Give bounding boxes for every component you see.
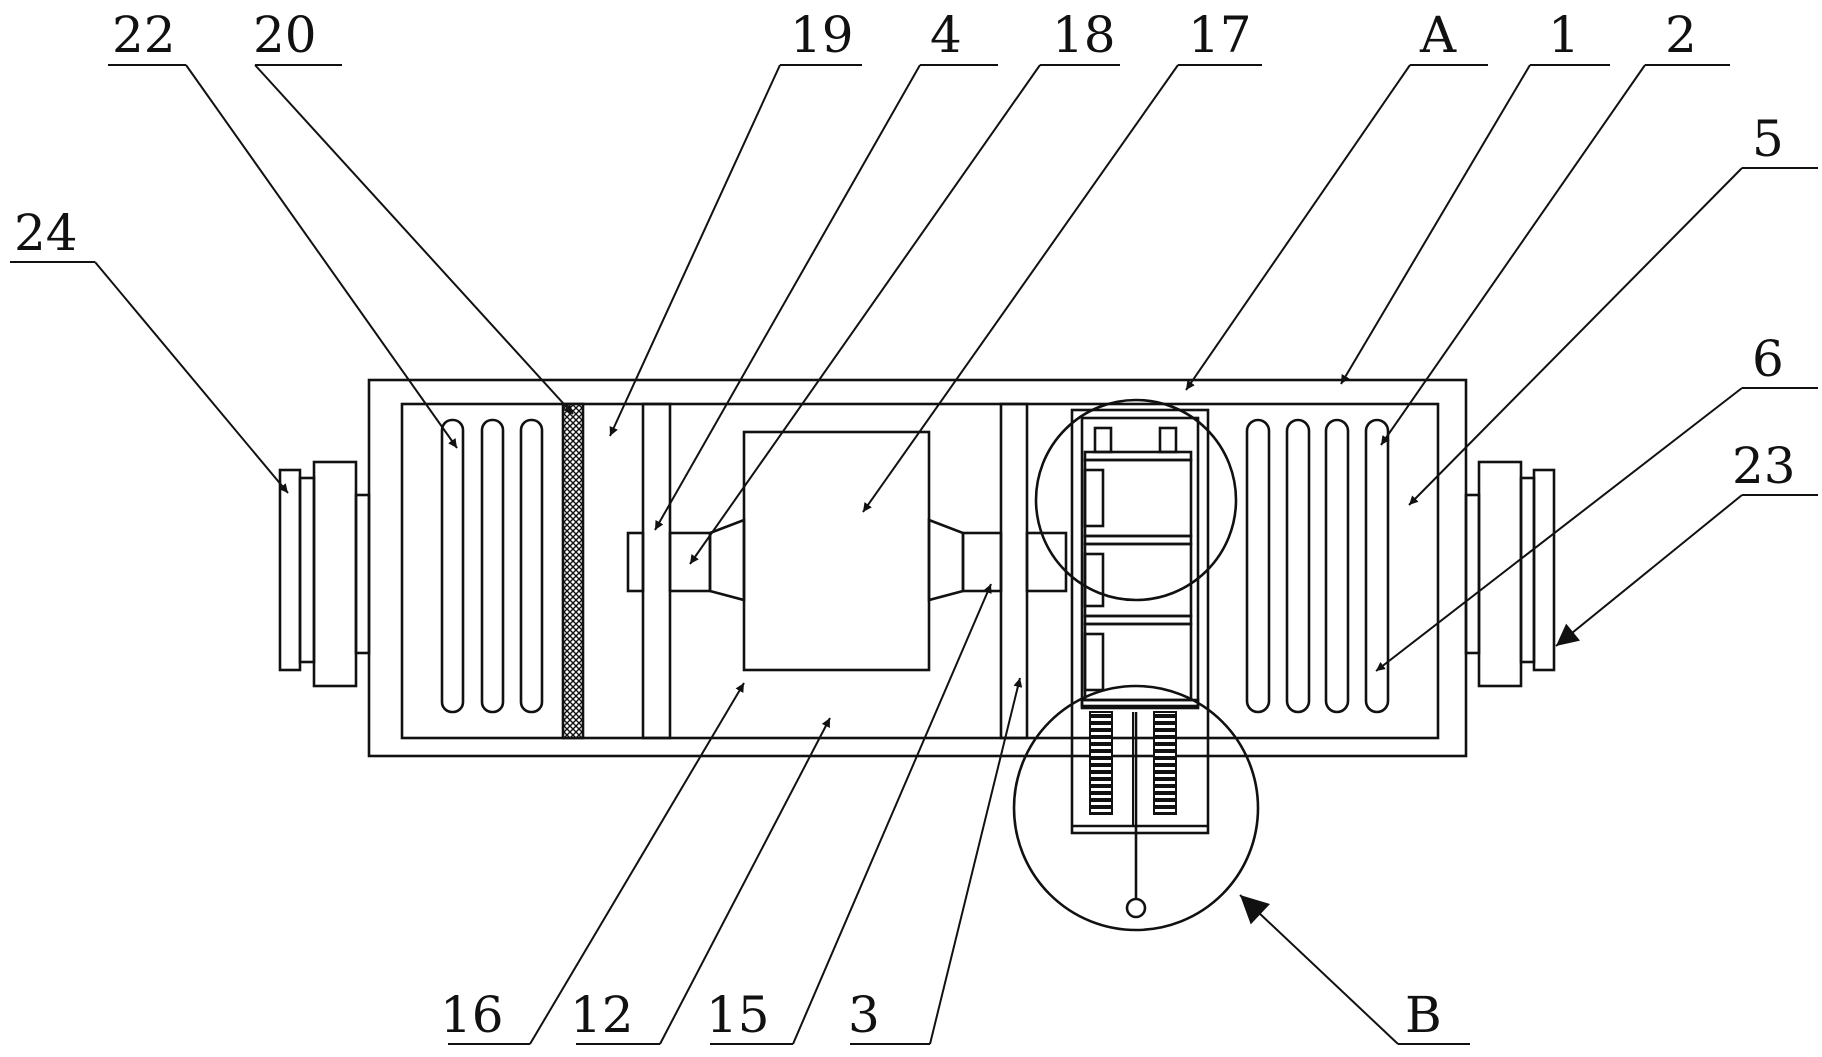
right-connector (1464, 460, 1556, 688)
label-A: A (1419, 6, 1457, 64)
leader-lines (10, 64, 1818, 1045)
label-2: 2 (1665, 6, 1697, 64)
motor-body (742, 430, 931, 672)
label-15: 15 (706, 986, 770, 1044)
label-B: B (1405, 986, 1442, 1044)
left-connector (278, 460, 371, 688)
module-frame (1070, 408, 1210, 919)
label-18: 18 (1052, 6, 1116, 64)
motor-assembly (626, 430, 1068, 672)
label-5: 5 (1752, 110, 1784, 168)
detail-circle-b (1012, 684, 1260, 932)
label-24: 24 (14, 204, 78, 262)
label-16: 16 (440, 986, 504, 1044)
label-6: 6 (1752, 330, 1784, 388)
label-17: 17 (1188, 6, 1252, 64)
label-4: 4 (930, 6, 962, 64)
left-fins (440, 418, 544, 714)
label-12: 12 (570, 986, 634, 1044)
filter-mesh (561, 402, 585, 740)
label-22: 22 (112, 6, 176, 64)
label-20: 20 (253, 6, 317, 64)
label-23: 23 (1732, 437, 1796, 495)
housing (367, 378, 1468, 758)
right-fins (1245, 418, 1390, 714)
left-plate (641, 402, 672, 740)
label-19: 19 (790, 6, 854, 64)
label-1: 1 (1548, 6, 1580, 64)
labels: 22 20 19 4 18 17 A 1 2 5 24 6 23 16 12 1… (14, 6, 1796, 1044)
right-plate (999, 402, 1029, 740)
label-3: 3 (848, 986, 880, 1044)
detail-circle-a (1034, 398, 1238, 602)
